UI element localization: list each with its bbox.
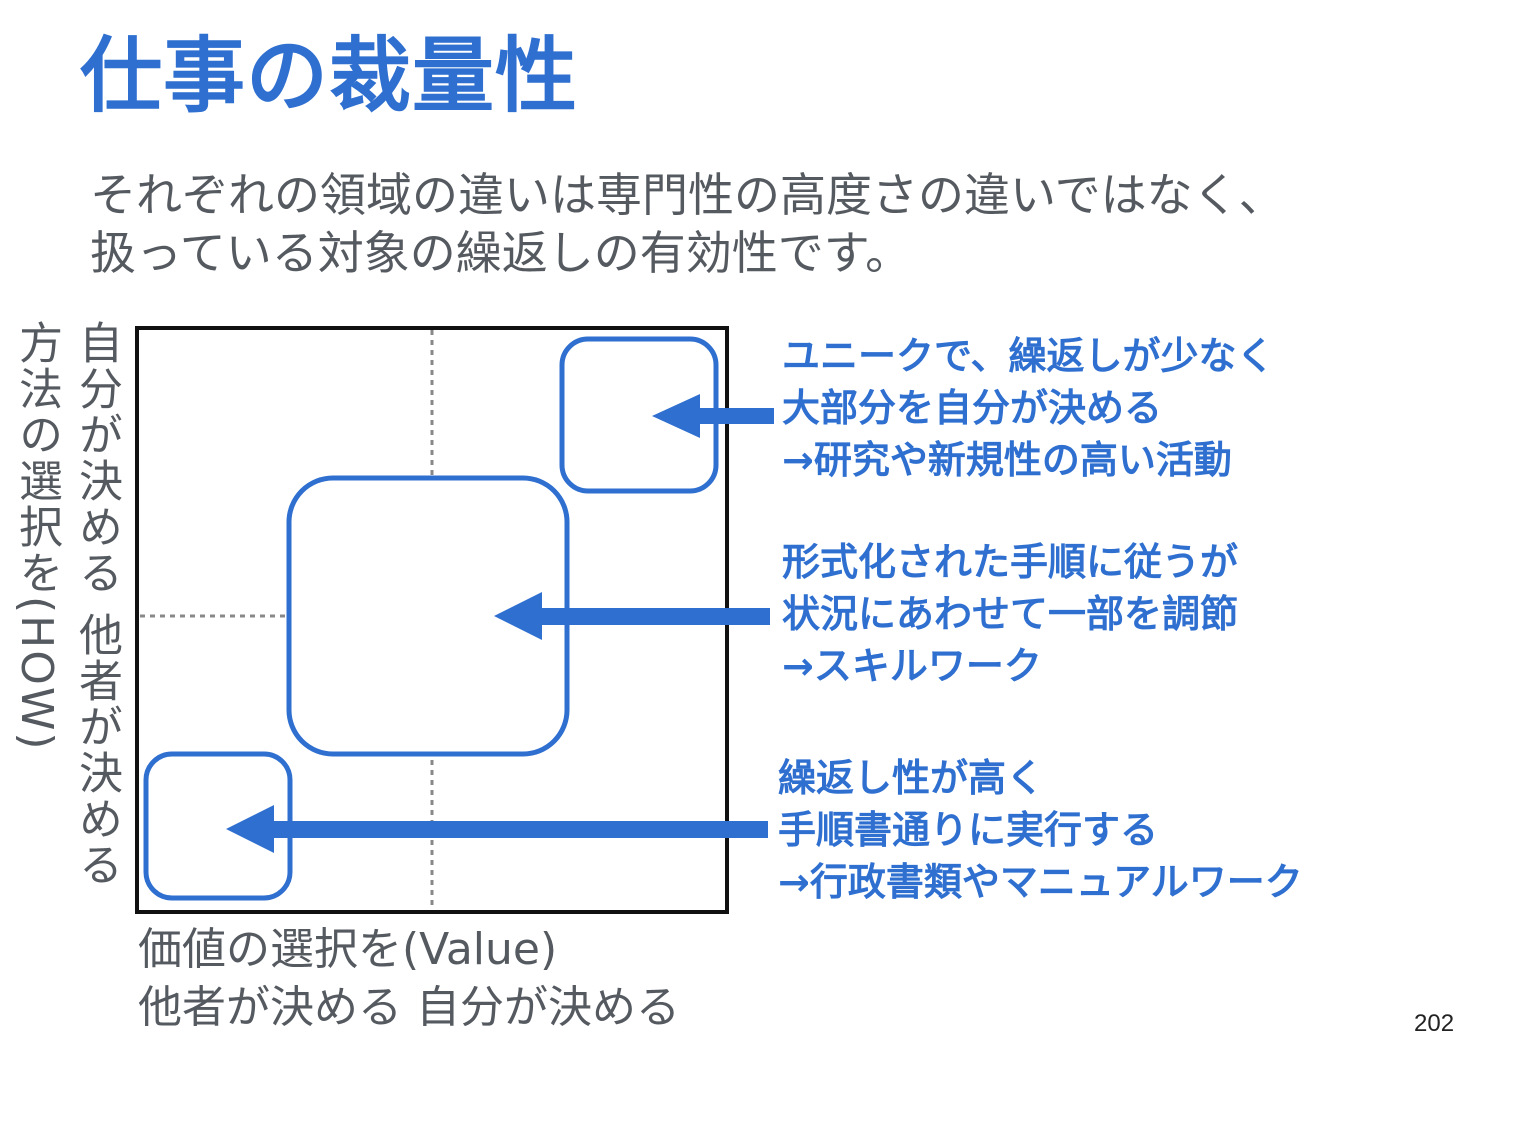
arrow-to-research <box>652 394 774 438</box>
slide-subtitle: それぞれの領域の違いは専門性の高度さの違いではなく、 扱っている対象の繰返しの有… <box>90 166 1285 282</box>
subtitle-line: それぞれの領域の違いは専門性の高度さの違いではなく、 <box>90 168 1285 222</box>
annotation-line: 状況にあわせて一部を調節 <box>782 592 1239 636</box>
annotation-line: 形式化された手順に従うが <box>782 540 1239 584</box>
annotation-line: →行政書類やマニュアルワーク <box>778 860 1303 904</box>
x-axis-scale: 他者が決める 自分が決める <box>138 982 680 1033</box>
subtitle-line: 扱っている対象の繰返しの有効性です。 <box>90 226 912 280</box>
annotation-line: 大部分を自分が決める <box>782 386 1163 430</box>
x-axis-label: 価値の選択を(Value) <box>138 924 558 975</box>
annotation-line: →研究や新規性の高い活動 <box>782 438 1232 482</box>
annotation-skillwork: 形式化された手順に従うが 状況にあわせて一部を調節 →スキルワーク <box>782 536 1238 692</box>
arrow-to-skillwork <box>494 592 770 640</box>
annotation-line: ユニークで、繰返しが少なく <box>782 334 1275 378</box>
annotation-line: →スキルワーク <box>782 644 1042 688</box>
slide-title: 仕事の裁量性 <box>80 29 579 124</box>
annotation-line: 手順書通りに実行する <box>778 808 1159 852</box>
annotation-research: ユニークで、繰返しが少なく 大部分を自分が決める →研究や新規性の高い活動 <box>782 330 1274 486</box>
arrow-to-manualwork <box>226 805 768 853</box>
page-number: 202 <box>1414 1010 1455 1037</box>
y-axis-label: 方法の選択を(HOW) <box>11 320 62 752</box>
annotation-manualwork: 繰返し性が高く 手順書通りに実行する →行政書類やマニュアルワーク <box>778 752 1303 908</box>
y-axis-scale: 自分が決める 他者が決める <box>71 320 122 888</box>
annotation-line: 繰返し性が高く <box>778 756 1045 800</box>
